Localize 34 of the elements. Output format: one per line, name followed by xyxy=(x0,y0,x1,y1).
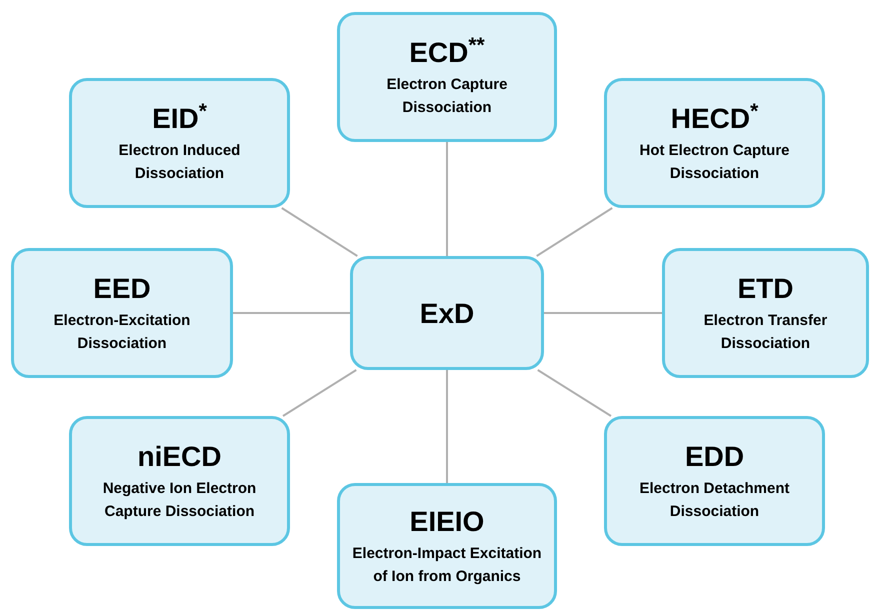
method-abbreviation: ETD xyxy=(738,272,794,306)
connector-line xyxy=(446,142,448,256)
method-name: Electron Detachment Dissociation xyxy=(638,479,791,522)
method-name: Electron Induced Dissociation xyxy=(118,141,242,184)
method-name: Hot Electron Capture Dissociation xyxy=(638,141,790,184)
method-name: Electron-Excitation Dissociation xyxy=(52,311,192,354)
connector-line xyxy=(282,369,357,417)
method-abbreviation: EDD xyxy=(684,440,744,474)
method-box xyxy=(662,248,869,378)
method-box xyxy=(337,12,557,142)
method-name: Negative Ion Electron Capture Dissociation xyxy=(102,479,258,522)
method-box xyxy=(604,78,825,208)
method-box xyxy=(337,483,557,609)
method-box xyxy=(69,78,290,208)
method-abbreviation: HECD$^{*}$ xyxy=(670,101,758,136)
method-abbreviation: EED xyxy=(93,272,151,306)
method-name: Electron Transfer Dissociation xyxy=(702,311,828,354)
connector-line xyxy=(544,312,662,314)
method-name: Electron-Impact Excitation of Ion from Organics xyxy=(351,544,543,586)
connector-line xyxy=(536,207,613,257)
method-name: Electron Capture Dissociation xyxy=(386,75,508,118)
method-abbreviation: ExD xyxy=(420,296,474,330)
method-box xyxy=(604,416,825,546)
method-box xyxy=(350,256,544,370)
connector-line xyxy=(537,369,612,417)
method-abbreviation: ECD$^{**}$ xyxy=(409,35,485,70)
connector-line xyxy=(281,207,358,257)
connector-line xyxy=(233,312,350,314)
method-box xyxy=(11,248,233,378)
method-abbreviation: EIEIO xyxy=(410,505,484,539)
connector-line xyxy=(446,370,448,483)
method-abbreviation: niECD xyxy=(138,440,222,474)
method-box xyxy=(69,416,290,546)
method-abbreviation: EID$^{*}$ xyxy=(152,101,207,136)
